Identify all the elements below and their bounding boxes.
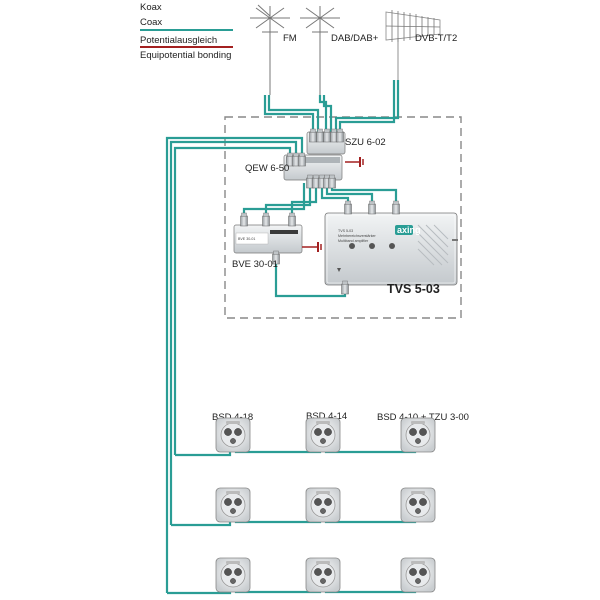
outlet-socket-icon <box>400 487 436 523</box>
label-szu: SZU 6-02 <box>345 137 386 148</box>
dvbt-antenna-icon <box>385 10 441 80</box>
outlet-row-2 <box>215 487 436 523</box>
legend-potentialausgleich: Potentialausgleich <box>140 35 217 46</box>
outlet-socket-icon <box>305 557 341 593</box>
dab-antenna-icon <box>300 6 340 95</box>
label-bsd-410-tzu: BSD 4-10 + TZU 3-00 <box>377 412 469 423</box>
bve-3001-device: BVE 30-01 <box>233 212 303 265</box>
label-bsd-414: BSD 4-14 <box>306 411 347 422</box>
outlet-row-1 <box>215 417 436 453</box>
outlet-socket-icon <box>215 557 251 593</box>
label-fm: FM <box>283 33 297 44</box>
legend-coax: Coax <box>140 17 162 28</box>
label-qew: QEW 6-50 <box>245 163 289 174</box>
szu-602-device <box>306 128 346 155</box>
label-tvs: TVS 5-03 <box>387 282 440 296</box>
tvs-503-device: axing TVS 5-03 Mehrbereichsverstärker Mu… <box>324 200 458 295</box>
outlet-socket-icon <box>400 417 436 453</box>
outlet-socket-icon <box>215 417 251 453</box>
outlet-socket-icon <box>305 417 341 453</box>
fm-antenna-icon <box>250 4 290 95</box>
outlet-socket-icon <box>305 487 341 523</box>
qew-650-device <box>283 152 343 189</box>
svg-text:BVE 30-01: BVE 30-01 <box>238 237 255 241</box>
label-dab: DAB/DAB+ <box>331 33 379 44</box>
tvs-logo: axing <box>397 225 421 235</box>
legend: Koax Coax Potentialausgleich Equipotenti… <box>140 2 233 61</box>
tvs-model-print: TVS 5-03 <box>338 229 353 233</box>
legend-equipotential: Equipotential bonding <box>140 50 231 61</box>
label-bve: BVE 30-01 <box>232 259 278 270</box>
outlet-socket-icon <box>400 557 436 593</box>
outlet-socket-icon <box>215 487 251 523</box>
bve-ground-icon <box>302 242 322 252</box>
svg-text:Mehrbereichsverstärker: Mehrbereichsverstärker <box>338 234 377 238</box>
svg-text:Multiband amplifier: Multiband amplifier <box>338 239 369 243</box>
label-dvbt: DVB-T/T2 <box>415 33 457 44</box>
szu-ground-icon <box>345 157 364 167</box>
legend-koax: Koax <box>140 2 162 13</box>
outlet-row-3 <box>215 557 436 593</box>
label-bsd-418: BSD 4-18 <box>212 412 253 423</box>
